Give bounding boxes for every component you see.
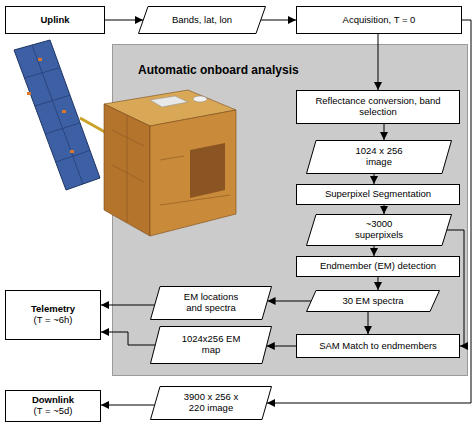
data-box: ~3000 superpixels bbox=[306, 214, 452, 246]
node-text: SAM Match to endmembers bbox=[319, 341, 437, 352]
flow-arrow bbox=[101, 305, 154, 306]
node-text: Reflectance conversion, band selection bbox=[315, 96, 441, 118]
process-box: Uplink bbox=[5, 6, 105, 34]
node-text: Telemetry bbox=[31, 304, 75, 315]
data-box: 3900 x 256 x 220 image bbox=[150, 386, 272, 420]
flow-arrow bbox=[378, 277, 379, 290]
solar-panel bbox=[14, 40, 100, 190]
node-text: ~3000 superpixels bbox=[348, 219, 410, 241]
node-text: 1024 x 256 image bbox=[348, 146, 410, 168]
data-box: 1024x256 EM map bbox=[150, 326, 272, 364]
process-box: Telemetry(T = ~6h) bbox=[5, 290, 101, 340]
process-box: Downlink(T = ~5d) bbox=[5, 390, 101, 422]
panel-grid bbox=[24, 45, 90, 184]
flow-arrow bbox=[267, 20, 471, 403]
parallelogram-shape bbox=[151, 387, 272, 420]
node-text: Acquisition, T = 0 bbox=[343, 15, 416, 26]
flow-arrow bbox=[378, 34, 379, 90]
flow-arrow bbox=[267, 346, 296, 347]
data-box: 30 EM spectra bbox=[306, 290, 440, 312]
parallelogram-shape bbox=[151, 327, 272, 364]
flow-arrow bbox=[101, 332, 155, 345]
flow-arrow bbox=[268, 301, 311, 302]
region-title: Automatic onboard analysis bbox=[138, 64, 468, 78]
parallelogram-shape bbox=[139, 7, 266, 34]
flow-arrow bbox=[374, 174, 375, 184]
process-box: SAM Match to endmembers bbox=[296, 334, 460, 358]
data-box: EM locations and spectra bbox=[150, 286, 272, 320]
flow-arrow bbox=[374, 246, 375, 256]
body-left bbox=[104, 104, 150, 236]
process-box: Superpixel Segmentation bbox=[296, 184, 460, 205]
flow-arrow bbox=[105, 20, 143, 21]
flow-arrow bbox=[384, 124, 385, 140]
panel-marks bbox=[27, 58, 74, 153]
data-box: 1024 x 256 image bbox=[306, 140, 452, 174]
parallelogram-shape bbox=[307, 291, 440, 312]
node-text: (T = ~5d) bbox=[34, 406, 73, 417]
node-text: Endmember (EM) detection bbox=[320, 261, 436, 272]
flow-arrow bbox=[384, 205, 385, 214]
data-box: Bands, lat, lon bbox=[138, 6, 266, 34]
process-box: Acquisition, T = 0 bbox=[296, 6, 462, 34]
parallelogram-shape bbox=[307, 141, 452, 174]
node-text: Bands, lat, lon bbox=[172, 15, 232, 26]
parallelogram-shape bbox=[307, 215, 452, 246]
node-text: (T = ~6h) bbox=[34, 315, 73, 326]
node-text: 3900 x 256 x 220 image bbox=[178, 392, 244, 414]
node-text: Superpixel Segmentation bbox=[325, 189, 431, 200]
body-panel bbox=[190, 143, 225, 198]
node-text: 1024x256 EM map bbox=[178, 334, 244, 356]
foil-lines bbox=[112, 115, 230, 222]
process-box: Reflectance conversion, band selection bbox=[296, 90, 460, 124]
node-text: Downlink bbox=[32, 395, 74, 406]
body-right bbox=[150, 110, 236, 236]
flow-arrow bbox=[101, 405, 154, 406]
node-text: Uplink bbox=[40, 15, 69, 26]
parallelogram-shape bbox=[151, 287, 272, 320]
onboard-region: Automatic onboard analysisReflectance co… bbox=[112, 44, 468, 376]
flow-arrow bbox=[447, 230, 464, 346]
node-text: EM locations and spectra bbox=[177, 292, 245, 314]
flow-arrow bbox=[368, 312, 369, 334]
instrument bbox=[150, 96, 188, 107]
antenna bbox=[193, 96, 207, 102]
flow-arrow bbox=[261, 20, 296, 21]
process-box: Endmember (EM) detection bbox=[296, 256, 460, 277]
node-text: 30 EM spectra bbox=[342, 296, 403, 307]
